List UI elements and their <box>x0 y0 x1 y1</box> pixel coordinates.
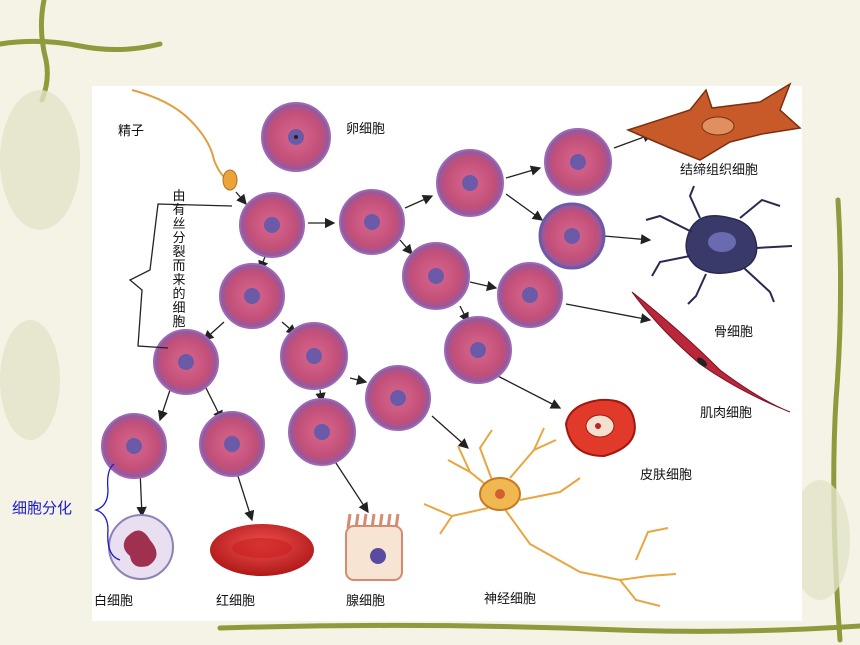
cell <box>497 262 563 328</box>
cell <box>219 263 285 329</box>
egg-cell <box>261 102 331 172</box>
skin-cell-illustration <box>564 398 636 458</box>
label-gland-cell: 腺细胞 <box>346 594 386 609</box>
vine-bottom <box>217 622 860 634</box>
label-cell-differentiation: 细胞分化 <box>12 499 73 517</box>
label-nerve-cell: 神经细胞 <box>484 592 537 607</box>
cell <box>101 413 167 479</box>
label-connective-tissue-cell: 结缔组织细胞 <box>680 163 759 178</box>
cell <box>153 329 219 395</box>
mitosis-bracket <box>128 203 233 349</box>
gland-cell-illustration <box>345 513 403 581</box>
nerve-cell-illustration <box>423 427 677 607</box>
cell <box>538 202 606 270</box>
label-white-blood-cell: 白细胞 <box>94 594 134 609</box>
vine-top <box>0 38 163 53</box>
differentiation-brace <box>93 463 121 561</box>
cell <box>402 242 470 310</box>
cell <box>288 398 356 466</box>
sperm-illustration <box>131 89 238 191</box>
red-blood-cell-illustration <box>210 524 314 576</box>
cell <box>544 128 612 196</box>
label-muscle-cell: 肌肉细胞 <box>700 406 753 421</box>
label-mitosis-note: 由有丝分裂而来的细胞 <box>172 189 186 330</box>
cell <box>339 189 405 255</box>
label-egg: 卵细胞 <box>346 122 386 137</box>
bone-cell-illustration <box>645 185 793 305</box>
cell <box>444 316 512 384</box>
cell <box>365 365 431 431</box>
label-bone-cell: 骨细胞 <box>714 325 754 340</box>
cell <box>239 192 305 258</box>
label-red-blood-cell: 红细胞 <box>216 594 256 609</box>
connective-tissue-cell-illustration <box>625 82 802 161</box>
white-blood-cell-illustration <box>108 514 174 580</box>
label-skin-cell: 皮肤细胞 <box>640 468 693 483</box>
muscle-cell-illustration <box>631 291 791 413</box>
cell <box>280 322 348 390</box>
label-sperm: 精子 <box>118 124 145 139</box>
cells <box>101 102 612 479</box>
cell <box>199 411 265 477</box>
vine-left <box>38 0 50 103</box>
cell <box>436 149 504 217</box>
